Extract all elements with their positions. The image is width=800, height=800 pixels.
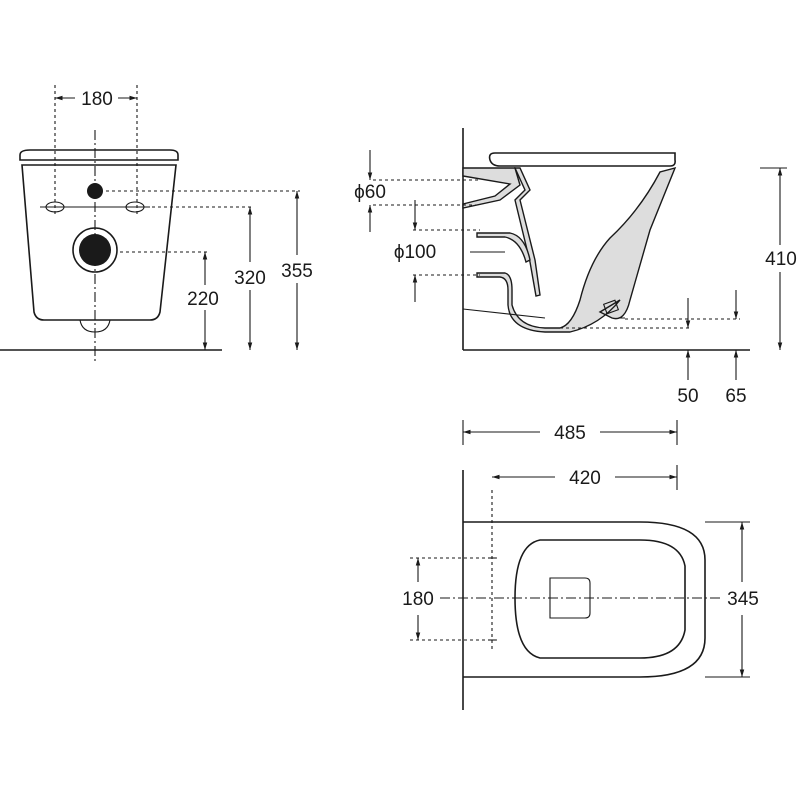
inlet-hole [87,183,103,199]
dim-hole-spacing: 180 [81,89,113,110]
seat-side [488,152,676,167]
dim-inlet-height: 355 [281,261,313,282]
dim-total-height: 410 [765,249,797,270]
side-view: ϕ60 ϕ100 410 50 65 [354,128,797,407]
dim-fixing-to-front: 420 [569,468,601,489]
seat-plan [514,539,686,659]
front-view: 180 220 320 355 [0,85,313,362]
dim-waste-height: 220 [187,289,219,310]
dim-fixing-spacing: 180 [402,589,434,610]
plan-view: 485 420 180 345 [402,420,759,710]
dim-bottom-65: 65 [725,386,746,407]
seat-front [19,149,179,161]
dim-bottom-50: 50 [677,386,698,407]
dim-total-length: 485 [554,423,586,444]
bowl-opening-plan [549,577,591,619]
dim-width: 345 [727,589,759,610]
dim-fixing-height: 320 [234,268,266,289]
bowl-outline-plan [463,521,706,678]
bowl-front [21,164,177,321]
dim-outlet-diameter: ϕ100 [394,242,436,263]
waste-outlet [79,234,111,266]
dim-inlet-diameter: ϕ60 [354,182,386,203]
